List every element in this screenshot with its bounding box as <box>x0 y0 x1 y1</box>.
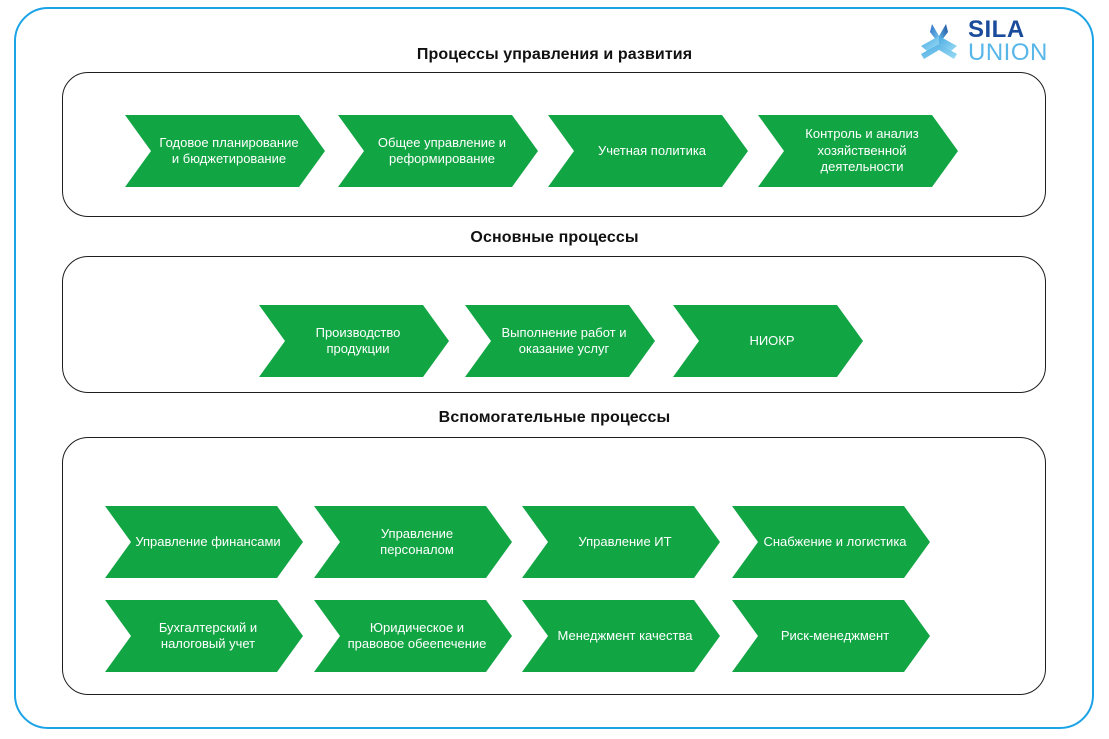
process-chevron-annual-planning[interactable]: Годовое планирование и бюджетирование <box>125 115 325 187</box>
process-chevron-label: НИОКР <box>749 332 795 348</box>
process-chevron-label: Общее управление и реформирование <box>377 134 507 166</box>
process-chevron-general-management[interactable]: Общее управление и реформирование <box>338 115 538 187</box>
brand-logo: SILA UNION <box>918 16 1048 66</box>
process-chevron-supply-logistics[interactable]: Снабжение и логистика <box>732 506 930 578</box>
brand-logo-text: SILA UNION <box>968 16 1048 66</box>
process-chevron-label: Менеджмент качества <box>557 627 693 643</box>
process-chevron-risk-management[interactable]: Риск-менеджмент <box>732 600 930 672</box>
process-chevron-label: Управление персоналом <box>380 525 454 557</box>
process-chevron-label: Юридическое и правовое обеепечение <box>347 619 487 651</box>
section-container-management <box>62 72 1046 217</box>
process-chevron-label: Годовое планирование и бюджетирование <box>159 134 299 166</box>
process-chevron-label: Выполнение работ и оказание услуг <box>501 324 627 356</box>
process-chevron-finance-management[interactable]: Управление финансами <box>105 506 303 578</box>
sila-union-trident-logo-icon <box>918 22 960 62</box>
process-chevron-it-management[interactable]: Управление ИТ <box>522 506 720 578</box>
process-chevron-label: Управление ИТ <box>578 533 672 549</box>
process-chevron-label: Управление финансами <box>135 533 281 549</box>
process-chevron-hr-management[interactable]: Управление персоналом <box>314 506 512 578</box>
section-container-core <box>62 256 1046 393</box>
section-title-support: Вспомогательные процессы <box>438 409 671 426</box>
process-chevron-label: Контроль и анализ хозяйственной деятельн… <box>805 126 919 175</box>
process-chevron-label: Риск-менеджмент <box>780 627 890 643</box>
brand-name-secondary: UNION <box>968 39 1048 66</box>
process-chevron-legal-support[interactable]: Юридическое и правовое обеепечение <box>314 600 512 672</box>
process-chevron-accounting-policy[interactable]: Учетная политика <box>548 115 748 187</box>
section-title-management: Процессы управления и развития <box>416 46 693 63</box>
process-chevron-works-services[interactable]: Выполнение работ и оказание услуг <box>465 305 655 377</box>
process-chevron-label: Учетная политика <box>597 142 707 158</box>
section-title-core: Основные процессы <box>470 229 639 246</box>
process-chevron-label: Бухгалтерский и налоговый учет <box>158 619 258 651</box>
process-chevron-label: Производство продукции <box>315 324 401 356</box>
process-chevron-control-analysis[interactable]: Контроль и анализ хозяйственной деятельн… <box>758 115 958 187</box>
process-chevron-label: Снабжение и логистика <box>763 533 907 549</box>
process-chevron-production[interactable]: Производство продукции <box>259 305 449 377</box>
process-chevron-accounting-tax[interactable]: Бухгалтерский и налоговый учет <box>105 600 303 672</box>
section-container-support <box>62 437 1046 695</box>
process-chevron-rnd[interactable]: НИОКР <box>673 305 863 377</box>
process-chevron-quality-management[interactable]: Менеджмент качества <box>522 600 720 672</box>
brand-name-primary: SILA <box>968 16 1025 44</box>
